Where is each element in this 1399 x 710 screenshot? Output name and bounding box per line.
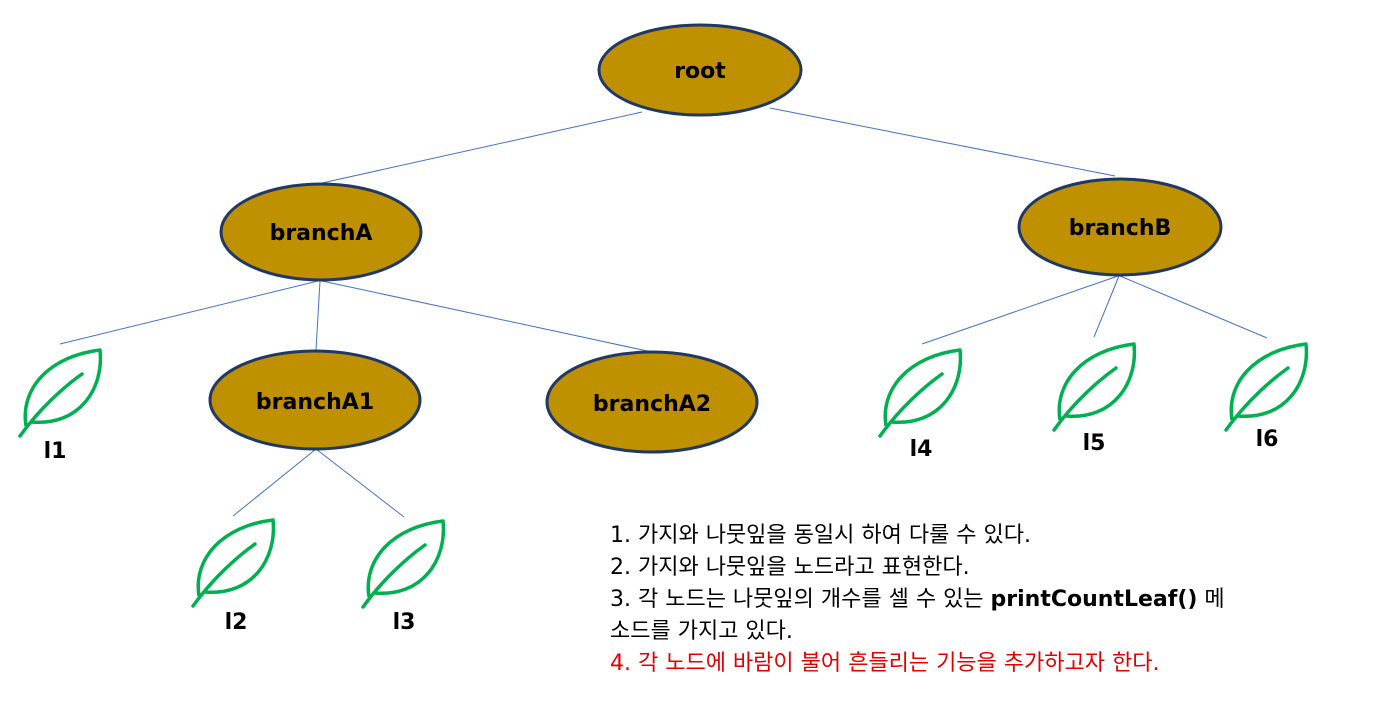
note-3: 3. 각 노드는 나뭇잎의 개수를 셀 수 있는 printCountLeaf(… [610,584,1370,616]
leaf-label-l2: l2 [225,610,248,635]
node-branchA1: branchA1 [208,349,422,451]
node-branchA: branchA [219,182,423,282]
node-label-branchA: branchA [270,221,373,246]
edge-root-branchB [769,107,1116,177]
edge-branchB-l6 [1119,275,1268,339]
leaf-l4: l4 [878,348,963,462]
edge-branchB-l4 [921,275,1119,345]
leaf-label-l3: l3 [393,610,416,635]
leaf-l3: l3 [361,519,446,635]
leaf-label-l5: l5 [1083,431,1106,456]
edge-branchA1-l2 [232,448,317,517]
edge-branchA1-l3 [315,448,405,518]
note-3-suffix: 메 [1197,587,1225,612]
leaf-l5: l5 [1052,342,1137,456]
leaf-icon [878,348,963,438]
edge-branchB-l5 [1093,275,1120,338]
node-label-branchA1: branchA1 [256,390,374,415]
edges [59,107,1268,518]
leaf-label-l4: l4 [910,437,933,462]
leaf-l6: l6 [1224,342,1309,452]
node-branchA2: branchA2 [545,350,759,454]
note-4: 4. 각 노드에 바람이 불어 흔들리는 기능을 추가하고자 한다. [610,651,1160,676]
edge-branchA-l1 [59,280,319,345]
leaf-icon [18,348,103,438]
note-2: 2. 가지와 나뭇잎을 노드라고 표현한다. [610,555,970,580]
node-label-branchB: branchB [1069,216,1172,241]
edge-branchA-branchA2 [321,280,653,353]
leaf-l2: l2 [191,518,276,635]
notes-list: 1. 가지와 나뭇잎을 동일시 하여 다룰 수 있다. 2. 가지와 나뭇잎을 … [610,520,1370,680]
note-3-method: printCountLeaf() [990,587,1198,612]
note-3-continued: 소드를 가지고 있다. [610,619,793,644]
note-1: 1. 가지와 나뭇잎을 동일시 하여 다룰 수 있다. [610,523,1032,548]
leaf-label-l6: l6 [1256,427,1279,452]
note-3-text: 3. 각 노드는 나뭇잎의 개수를 셀 수 있는 [610,587,991,612]
node-root: root [597,23,803,117]
leaf-l1: l1 [18,348,103,464]
edge-branchA-branchA1 [315,280,321,351]
node-branchB: branchB [1017,177,1223,277]
leaf-icon [1224,342,1309,432]
leaf-icon [191,518,276,608]
leaf-icon [361,519,446,609]
node-label-root: root [674,59,726,84]
edge-root-branchA [321,111,643,184]
node-label-branchA2: branchA2 [593,392,711,417]
leaf-label-l1: l1 [44,439,67,464]
leaf-icon [1052,342,1137,432]
